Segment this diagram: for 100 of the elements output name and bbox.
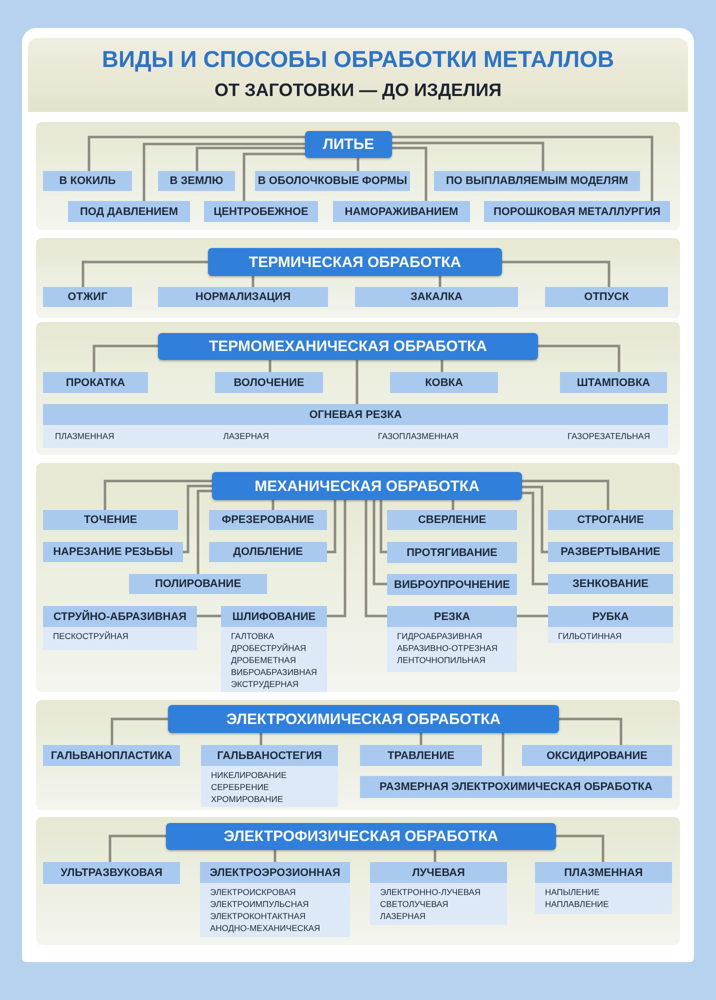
connector-line <box>268 360 272 372</box>
method-variant: АНОДНО-МЕХАНИЧЕСКАЯ <box>210 922 320 934</box>
method-variant: ГАЗОПЛАЗМЕННАЯ <box>378 431 458 441</box>
method-box: В ЗЕМЛЮ <box>158 171 235 191</box>
connector-line <box>440 360 444 372</box>
connector-line <box>420 733 422 745</box>
connector-line <box>110 718 168 745</box>
method-variant: ЭКСТРУДЕРНАЯ <box>231 678 299 690</box>
method-variant: ГАЗОРЕЗАТЕЛЬНАЯ <box>567 431 650 441</box>
connector-line <box>327 500 346 618</box>
method-box: НАМОРАЖИВАНИЕМ <box>333 201 470 222</box>
method-box: ПОЛИРОВАНИЕ <box>129 574 267 594</box>
connector-line <box>92 344 158 372</box>
method-variant: ЭЛЕКТРОИСКРОВАЯ <box>210 886 296 898</box>
method-box: ЦЕНТРОБЕЖНОЕ <box>204 201 318 222</box>
section-heading: ТЕРМОМЕХАНИЧЕСКАЯ ОБРАБОТКА <box>158 333 538 360</box>
method-variant: ДРОБЕМЕТНАЯ <box>231 654 296 666</box>
method-variant: ПЛАЗМЕННАЯ <box>55 431 114 441</box>
connector-line <box>183 484 212 554</box>
connector-line <box>242 152 305 201</box>
connector-line <box>392 136 654 201</box>
method-card <box>387 606 517 672</box>
connector-line <box>364 500 387 618</box>
connector-line <box>438 276 442 287</box>
method-variant: ЭЛЕКТРОИМПУЛЬСНАЯ <box>210 898 309 910</box>
method-box: ТОЧЕНИЕ <box>43 510 178 530</box>
method-card <box>221 606 327 692</box>
method-variant: ПЕСКОСТРУЙНАЯ <box>53 630 128 642</box>
method-title: ШЛИФОВАНИЕ <box>221 606 327 627</box>
connector-line <box>196 490 212 574</box>
connector-line <box>372 500 387 586</box>
section-band <box>36 122 680 230</box>
connector-line <box>502 260 610 287</box>
connector-line <box>252 276 254 287</box>
method-box: ЗАКАЛКА <box>355 287 518 307</box>
method-variant: НАПЛАВЛЕНИЕ <box>545 898 609 910</box>
section-heading: ЛИТЬЕ <box>305 131 392 158</box>
method-variant: ЛАЗЕРНАЯ <box>380 910 426 922</box>
method-box: ОКСИДИРОВАНИЕ <box>522 745 672 766</box>
connector-line <box>196 146 305 171</box>
connector-line <box>380 500 387 554</box>
method-title: ГАЛЬВАНОСТЕГИЯ <box>201 745 338 766</box>
method-card <box>535 862 672 914</box>
method-variant: СЕРЕБРЕНИЕ <box>211 781 269 793</box>
connector-line <box>327 500 336 554</box>
method-variant: ЭЛЕКТРОННО-ЛУЧЕВАЯ <box>380 886 481 898</box>
method-box: В КОКИЛЬ <box>43 171 132 191</box>
method-box: ГАЛЬВАНОПЛАСТИКА <box>43 745 180 766</box>
method-box: ШТАМПОВКА <box>560 372 667 393</box>
method-title: РУБКА <box>548 606 673 627</box>
method-box: ПРОТЯГИВАНИЕ <box>387 542 517 563</box>
method-box: В ОБОЛОЧКОВЫЕ ФОРМЫ <box>255 171 410 191</box>
method-box: ПРОКАТКА <box>43 372 148 393</box>
method-title: ПЛАЗМЕННАЯ <box>535 862 672 883</box>
section-heading: ТЕРМИЧЕСКАЯ ОБРАБОТКА <box>208 248 502 276</box>
method-variant: НАПЫЛЕНИЕ <box>545 886 600 898</box>
method-box: СТРОГАНИЕ <box>548 510 673 530</box>
poster-subtitle: ОТ ЗАГОТОВКИ — ДО ИЗДЕЛИЯ <box>213 80 503 101</box>
connector-line <box>88 136 305 171</box>
section-heading: ЭЛЕКТРОХИМИЧЕСКАЯ ОБРАБОТКА <box>168 705 559 733</box>
connector-line <box>522 480 610 510</box>
connector-line <box>82 260 208 287</box>
method-box: КОВКА <box>390 372 498 393</box>
method-variant: ВИБРОАБРАЗИВНАЯ <box>231 666 318 678</box>
method-variant: СВЕТОЛУЧЕВАЯ <box>380 898 448 910</box>
method-card <box>43 606 197 650</box>
connector-line <box>356 360 358 404</box>
method-card <box>370 862 507 925</box>
method-box: ФРЕЗЕРОВАНИЕ <box>209 510 327 530</box>
section-band <box>36 463 680 692</box>
method-box: ЗЕНКОВАНИЕ <box>548 574 673 594</box>
connector-line <box>260 733 262 745</box>
method-box: ВИБРОУПРОЧНЕНИЕ <box>387 574 517 595</box>
method-title: ОГНЕВАЯ РЕЗКА <box>43 404 668 425</box>
connector-line <box>434 850 436 862</box>
connector-line <box>272 500 274 510</box>
method-variant: ХРОМИРОВАНИЕ <box>211 793 284 805</box>
connector-line <box>274 850 276 862</box>
method-box: ТРАВЛЕНИЕ <box>360 745 482 766</box>
method-box: НОРМАЛИЗАЦИЯ <box>158 287 328 307</box>
method-variant: АБРАЗИВНО-ОТРЕЗНАЯ <box>397 642 498 654</box>
method-box: СВЕРЛЕНИЕ <box>387 510 517 530</box>
section-band <box>36 322 680 455</box>
method-box: РАЗМЕРНАЯ ЭЛЕКТРОХИМИЧЕСКАЯ ОБРАБОТКА <box>360 776 672 798</box>
method-box: ПО ВЫПЛАВЛЯЕМЫМ МОДЕЛЯМ <box>434 171 640 191</box>
method-variant: ЛАЗЕРНАЯ <box>223 431 269 441</box>
section-heading: ЭЛЕКТРОФИЗИЧЕСКАЯ ОБРАБОТКА <box>166 823 556 850</box>
method-card <box>200 862 350 937</box>
method-box: НАРЕЗАНИЕ РЕЗЬБЫ <box>43 542 183 562</box>
section-heading: МЕХАНИЧЕСКАЯ ОБРАБОТКА <box>212 472 522 500</box>
section-band <box>36 817 680 945</box>
connector-line <box>522 486 548 554</box>
poster-title: ВИДЫ И СПОСОБЫ ОБРАБОТКИ МЕТАЛЛОВ <box>100 46 616 73</box>
method-box: ВОЛОЧЕНИЕ <box>215 372 323 393</box>
connector-line <box>522 492 548 586</box>
connector-line <box>452 500 454 510</box>
method-box: РАЗВЕРТЫВАНИЕ <box>548 542 673 562</box>
method-title: ЭЛЕКТРОЭРОЗИОННАЯ <box>200 862 350 883</box>
method-title: РЕЗКА <box>387 606 517 627</box>
method-box: ПОРОШКОВАЯ МЕТАЛЛУРГИЯ <box>484 201 670 222</box>
